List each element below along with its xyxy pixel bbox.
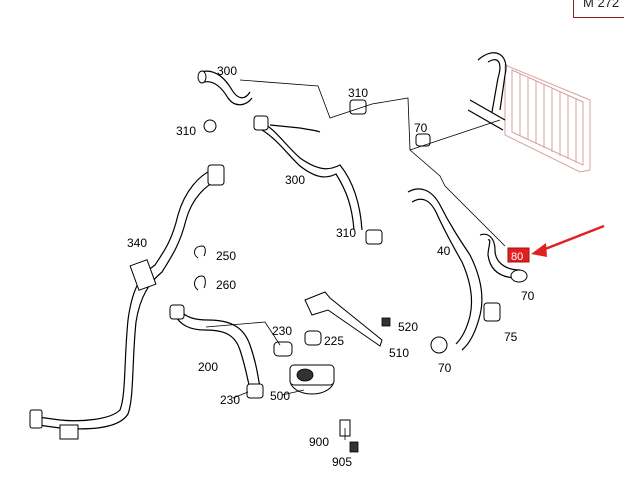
model-code: M 272 <box>583 0 620 10</box>
clamp-250 <box>194 245 206 259</box>
label-200: 200 <box>198 360 218 374</box>
label-250: 250 <box>216 249 236 263</box>
label-225: 225 <box>324 334 344 348</box>
label-40: 40 <box>437 244 451 258</box>
label-300-upper: 300 <box>217 64 237 78</box>
label-260: 260 <box>216 278 236 292</box>
clamp-260 <box>194 275 206 291</box>
label-70-right: 70 <box>521 289 535 303</box>
clamp-310a <box>203 119 217 133</box>
label-70-top: 70 <box>414 121 428 135</box>
clamp-310b <box>349 99 367 115</box>
label-230-lower: 230 <box>220 393 240 407</box>
clamps <box>194 99 528 399</box>
label-70-bottom: 70 <box>438 361 452 375</box>
label-310-top: 310 <box>348 86 368 100</box>
label-75: 75 <box>504 330 518 344</box>
svg-text:80: 80 <box>511 251 523 263</box>
label-510: 510 <box>389 346 409 360</box>
label-905: 905 <box>332 455 352 469</box>
clamp-230b <box>246 383 264 399</box>
label-310-lower: 310 <box>336 226 356 240</box>
clamp-225 <box>304 330 322 346</box>
bracket-510 <box>304 291 391 347</box>
clamp-70b <box>510 269 528 283</box>
hose-300-middle <box>253 115 363 231</box>
label-300-middle: 300 <box>285 173 305 187</box>
label-230-upper: 230 <box>272 324 292 338</box>
highlight-80: 80 <box>507 224 605 263</box>
hose-200 <box>169 304 261 391</box>
bolt-520 <box>381 317 391 327</box>
label-520: 520 <box>398 320 418 334</box>
leader-lines <box>205 79 506 440</box>
label-340: 340 <box>127 236 147 250</box>
hose-300-upper <box>197 70 253 106</box>
hose-340 <box>29 164 225 440</box>
label-310-left: 310 <box>176 124 196 138</box>
model-code-box <box>573 0 624 18</box>
clamp-310c <box>365 229 383 245</box>
clamp-70c <box>430 336 448 354</box>
label-900: 900 <box>309 435 329 449</box>
plug-905 <box>349 441 359 453</box>
radiator <box>467 52 591 173</box>
hose-40 <box>407 188 521 351</box>
part-labels: 300 310 310 300 70 310 340 250 260 40 70… <box>127 64 535 469</box>
pump-500 <box>289 364 359 453</box>
label-500: 500 <box>270 389 290 403</box>
clamp-75 <box>483 302 501 322</box>
clamp-230a <box>273 341 293 357</box>
